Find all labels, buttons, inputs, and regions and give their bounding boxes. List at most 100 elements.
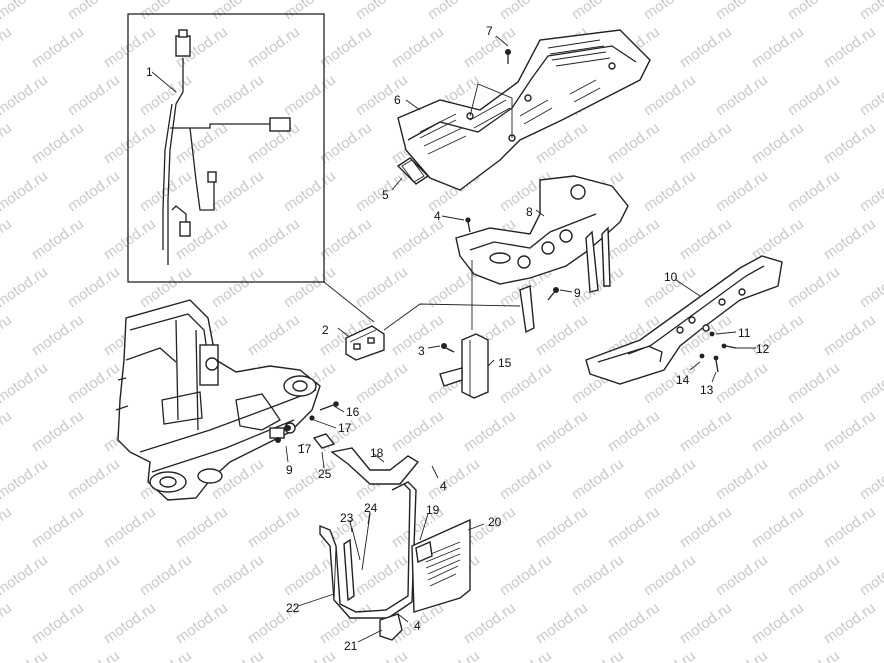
callout-18: 18 — [370, 446, 384, 460]
watermark-text: motod.ru — [0, 263, 51, 311]
watermark-text: motod.ru — [0, 647, 51, 663]
watermark-text: motod.ru — [353, 71, 411, 119]
watermark-text: motod.ru — [425, 647, 483, 663]
watermark-text: motod.ru — [749, 215, 807, 263]
watermark-text: motod.ru — [641, 71, 699, 119]
watermark-text: motod.ru — [317, 215, 375, 263]
harness-connector-side — [269, 117, 291, 132]
callout-1: 1 — [146, 65, 153, 79]
watermark-text: motod.ru — [353, 551, 411, 599]
bracket-part-15 — [439, 260, 489, 399]
watermark-text: motod.ru — [65, 0, 123, 23]
callout-4-top: 4 — [434, 209, 441, 223]
watermark-text: motod.ru — [677, 503, 735, 551]
watermark-text: motod.ru — [29, 119, 87, 167]
watermark-text: motod.ru — [29, 407, 87, 455]
connector-part-2 — [345, 303, 521, 361]
watermark-text: motod.ru — [785, 647, 843, 663]
harness-connector-top — [175, 35, 191, 57]
watermark-text: motod.ru — [785, 359, 843, 407]
callout-11: 11 — [738, 326, 751, 340]
watermark-text: motod.ru — [137, 0, 195, 23]
watermark-text: motod.ru — [605, 119, 663, 167]
watermark-text: motod.ru — [713, 0, 771, 23]
watermark-text: motod.ru — [533, 311, 591, 359]
watermark-text: motod.ru — [605, 503, 663, 551]
watermark-text: motod.ru — [785, 167, 843, 215]
watermark-text: motod.ru — [749, 503, 807, 551]
watermark-text: motod.ru — [101, 599, 159, 647]
callout-13: 13 — [700, 383, 714, 397]
watermark-text: motod.ru — [821, 599, 879, 647]
spacer-part-25 — [312, 433, 336, 449]
watermark-text: motod.ru — [137, 551, 195, 599]
callout-7: 7 — [486, 24, 493, 38]
callout-3: 3 — [418, 344, 425, 358]
watermark-text: motod.ru — [497, 0, 555, 23]
watermark-text: motod.ru — [65, 71, 123, 119]
watermark-text: motod.ru — [641, 551, 699, 599]
watermark-text: motod.ru — [569, 647, 627, 663]
watermark-text: motod.ru — [173, 119, 231, 167]
bumper-part-10 — [585, 255, 783, 385]
watermark-text: motod.ru — [785, 0, 843, 23]
callout-14: 14 — [676, 373, 690, 387]
watermark-text: motod.ru — [857, 71, 884, 119]
watermark-text: motod.ru — [713, 167, 771, 215]
watermark-text: motod.ru — [281, 167, 339, 215]
watermark-text: motod.ru — [101, 119, 159, 167]
watermark-text: motod.ru — [641, 167, 699, 215]
watermark-text: motod.ru — [65, 551, 123, 599]
callout-17-left: 17 — [298, 442, 312, 456]
callout-2: 2 — [322, 323, 329, 337]
watermark-text: motod.ru — [677, 23, 735, 71]
watermark-text: motod.ru — [0, 0, 51, 23]
callout-4-bottom: 4 — [414, 619, 421, 633]
watermark-text: motod.ru — [353, 0, 411, 23]
watermark-text: motod.ru — [857, 167, 884, 215]
watermark-text: motod.ru — [569, 0, 627, 23]
watermark-text: motod.ru — [281, 71, 339, 119]
watermark-text: motod.ru — [821, 119, 879, 167]
watermark-text: motod.ru — [0, 599, 15, 647]
watermark-text: motod.ru — [29, 311, 87, 359]
fasteners-23-24 — [351, 513, 371, 571]
watermark-text: motod.ru — [533, 503, 591, 551]
callout-24: 24 — [364, 501, 378, 515]
watermark-text: motod.ru — [65, 167, 123, 215]
watermark-text: motod.ru — [533, 407, 591, 455]
watermark-text: motod.ru — [101, 503, 159, 551]
watermark-text: motod.ru — [0, 359, 51, 407]
watermark-text: motod.ru — [137, 167, 195, 215]
watermark-text: motod.ru — [29, 215, 87, 263]
watermark-text: motod.ru — [281, 0, 339, 23]
watermark-text: motod.ru — [677, 215, 735, 263]
screw-part-7 — [505, 49, 511, 64]
watermark-text: motod.ru — [857, 359, 884, 407]
watermark-text: motod.ru — [461, 407, 519, 455]
watermark-text: motod.ru — [857, 455, 884, 503]
watermark-text: motod.ru — [749, 23, 807, 71]
watermark-text: motod.ru — [0, 551, 51, 599]
bracket-part-21 — [379, 613, 403, 641]
callout-9-left: 9 — [286, 463, 293, 477]
watermark-text: motod.ru — [353, 359, 411, 407]
inset-frame — [127, 13, 325, 283]
watermark-text: motod.ru — [0, 407, 15, 455]
watermark-text: motod.ru — [0, 215, 15, 263]
watermark-text: motod.ru — [497, 455, 555, 503]
callout-21: 21 — [344, 639, 358, 653]
watermark-text: motod.ru — [245, 23, 303, 71]
watermark-text: motod.ru — [569, 455, 627, 503]
watermark-text: motod.ru — [713, 71, 771, 119]
floorboard-part-6 — [397, 29, 651, 191]
watermark-text: motod.ru — [209, 647, 267, 663]
watermark-text: motod.ru — [0, 119, 15, 167]
watermark-text: motod.ru — [857, 647, 884, 663]
watermark-text: motod.ru — [29, 23, 87, 71]
watermark-text: motod.ru — [641, 647, 699, 663]
watermark-text: motod.ru — [209, 263, 267, 311]
callout-4-mid: 4 — [440, 479, 447, 493]
watermark-text: motod.ru — [749, 119, 807, 167]
